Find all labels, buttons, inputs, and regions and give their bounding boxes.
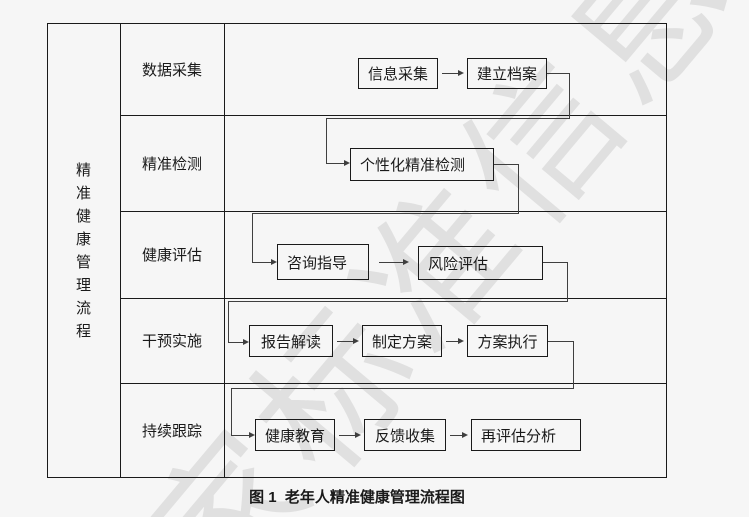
arrow-head-icon bbox=[458, 70, 464, 76]
row-label-intervention: 干预实施 bbox=[141, 333, 202, 350]
connector-segment bbox=[252, 213, 253, 262]
arrow-into-consultation bbox=[252, 259, 277, 266]
connector-segment bbox=[326, 118, 570, 119]
side-label-text: 精准健康管理流程 bbox=[75, 161, 91, 340]
flow-box-health-education: 健康教育 bbox=[255, 419, 335, 451]
arrow-head-icon bbox=[462, 432, 468, 438]
arrow-shaft bbox=[450, 435, 463, 436]
connector-segment bbox=[569, 73, 570, 119]
connector-segment bbox=[548, 341, 573, 342]
arrow-report-to-plan bbox=[337, 338, 359, 345]
flow-box-reassessment-analysis: 再评估分析 bbox=[471, 419, 581, 451]
figure-caption: 图 1 老年人精准健康管理流程图 bbox=[249, 489, 465, 506]
flow-box-personalized-testing: 个性化精准检测 bbox=[350, 148, 494, 181]
connector-segment bbox=[494, 164, 518, 165]
table-divider-row2 bbox=[120, 211, 667, 212]
arrow-consult-to-risk bbox=[379, 259, 409, 266]
table-divider-row1 bbox=[120, 115, 667, 116]
arrow-shaft bbox=[442, 73, 459, 74]
connector-segment bbox=[547, 73, 569, 74]
arrow-head-icon bbox=[243, 339, 249, 345]
flow-box-risk-assessment: 风险评估 bbox=[418, 246, 543, 280]
arrow-info-to-archive bbox=[442, 70, 464, 77]
arrow-head-icon bbox=[249, 432, 255, 438]
arrow-shaft bbox=[339, 435, 356, 436]
row-label-health-assessment: 健康评估 bbox=[141, 247, 202, 264]
table-divider-col1 bbox=[120, 23, 121, 478]
arrow-head-icon bbox=[355, 432, 361, 438]
connector-segment bbox=[567, 262, 568, 302]
arrow-head-icon bbox=[271, 259, 277, 265]
connector-segment bbox=[518, 164, 519, 214]
arrow-shaft bbox=[337, 341, 354, 342]
arrow-shaft bbox=[228, 342, 244, 343]
arrow-plan-to-execution bbox=[446, 338, 464, 345]
row-label-data-collection: 数据采集 bbox=[141, 61, 202, 79]
arrow-into-personalized-testing bbox=[326, 160, 350, 167]
connector-segment bbox=[231, 388, 574, 389]
connector-segment bbox=[573, 341, 574, 389]
table-outer-border bbox=[47, 23, 667, 478]
table-divider-row4 bbox=[120, 383, 667, 384]
connector-segment bbox=[543, 262, 567, 263]
connector-segment bbox=[228, 301, 568, 302]
flow-box-plan-execution: 方案执行 bbox=[467, 325, 548, 357]
flow-box-create-archive: 建立档案 bbox=[467, 58, 547, 89]
connector-segment bbox=[326, 118, 327, 164]
flow-box-consultation-guidance: 咨询指导 bbox=[277, 244, 369, 280]
arrow-shaft bbox=[252, 262, 272, 263]
flow-box-report-interpretation: 报告解读 bbox=[249, 325, 333, 357]
arrow-shaft bbox=[231, 435, 250, 436]
side-label-cell: 精准健康管理流程 bbox=[47, 23, 120, 478]
arrow-shaft bbox=[446, 341, 459, 342]
connector-segment bbox=[252, 213, 519, 214]
connector-segment bbox=[228, 301, 229, 342]
row-label-continuous-tracking: 持续跟踪 bbox=[141, 423, 202, 440]
table-divider-row3 bbox=[120, 298, 667, 299]
arrow-education-to-feedback bbox=[339, 432, 361, 439]
connector-segment bbox=[231, 388, 232, 435]
arrow-shaft bbox=[379, 262, 404, 263]
arrow-head-icon bbox=[403, 259, 409, 265]
arrow-head-icon bbox=[344, 160, 350, 166]
row-label-precise-testing: 精准检测 bbox=[141, 155, 202, 173]
arrow-into-health-education bbox=[231, 432, 255, 439]
arrow-head-icon bbox=[458, 338, 464, 344]
arrow-shaft bbox=[326, 163, 345, 164]
flow-box-plan-formulation: 制定方案 bbox=[362, 325, 442, 357]
flow-box-info-collection: 信息采集 bbox=[358, 58, 438, 89]
table-divider-col2 bbox=[224, 23, 225, 478]
arrow-feedback-to-reassess bbox=[450, 432, 468, 439]
arrow-into-report-interpretation bbox=[228, 339, 249, 346]
arrow-head-icon bbox=[353, 338, 359, 344]
flow-box-feedback-collection: 反馈收集 bbox=[364, 419, 446, 451]
